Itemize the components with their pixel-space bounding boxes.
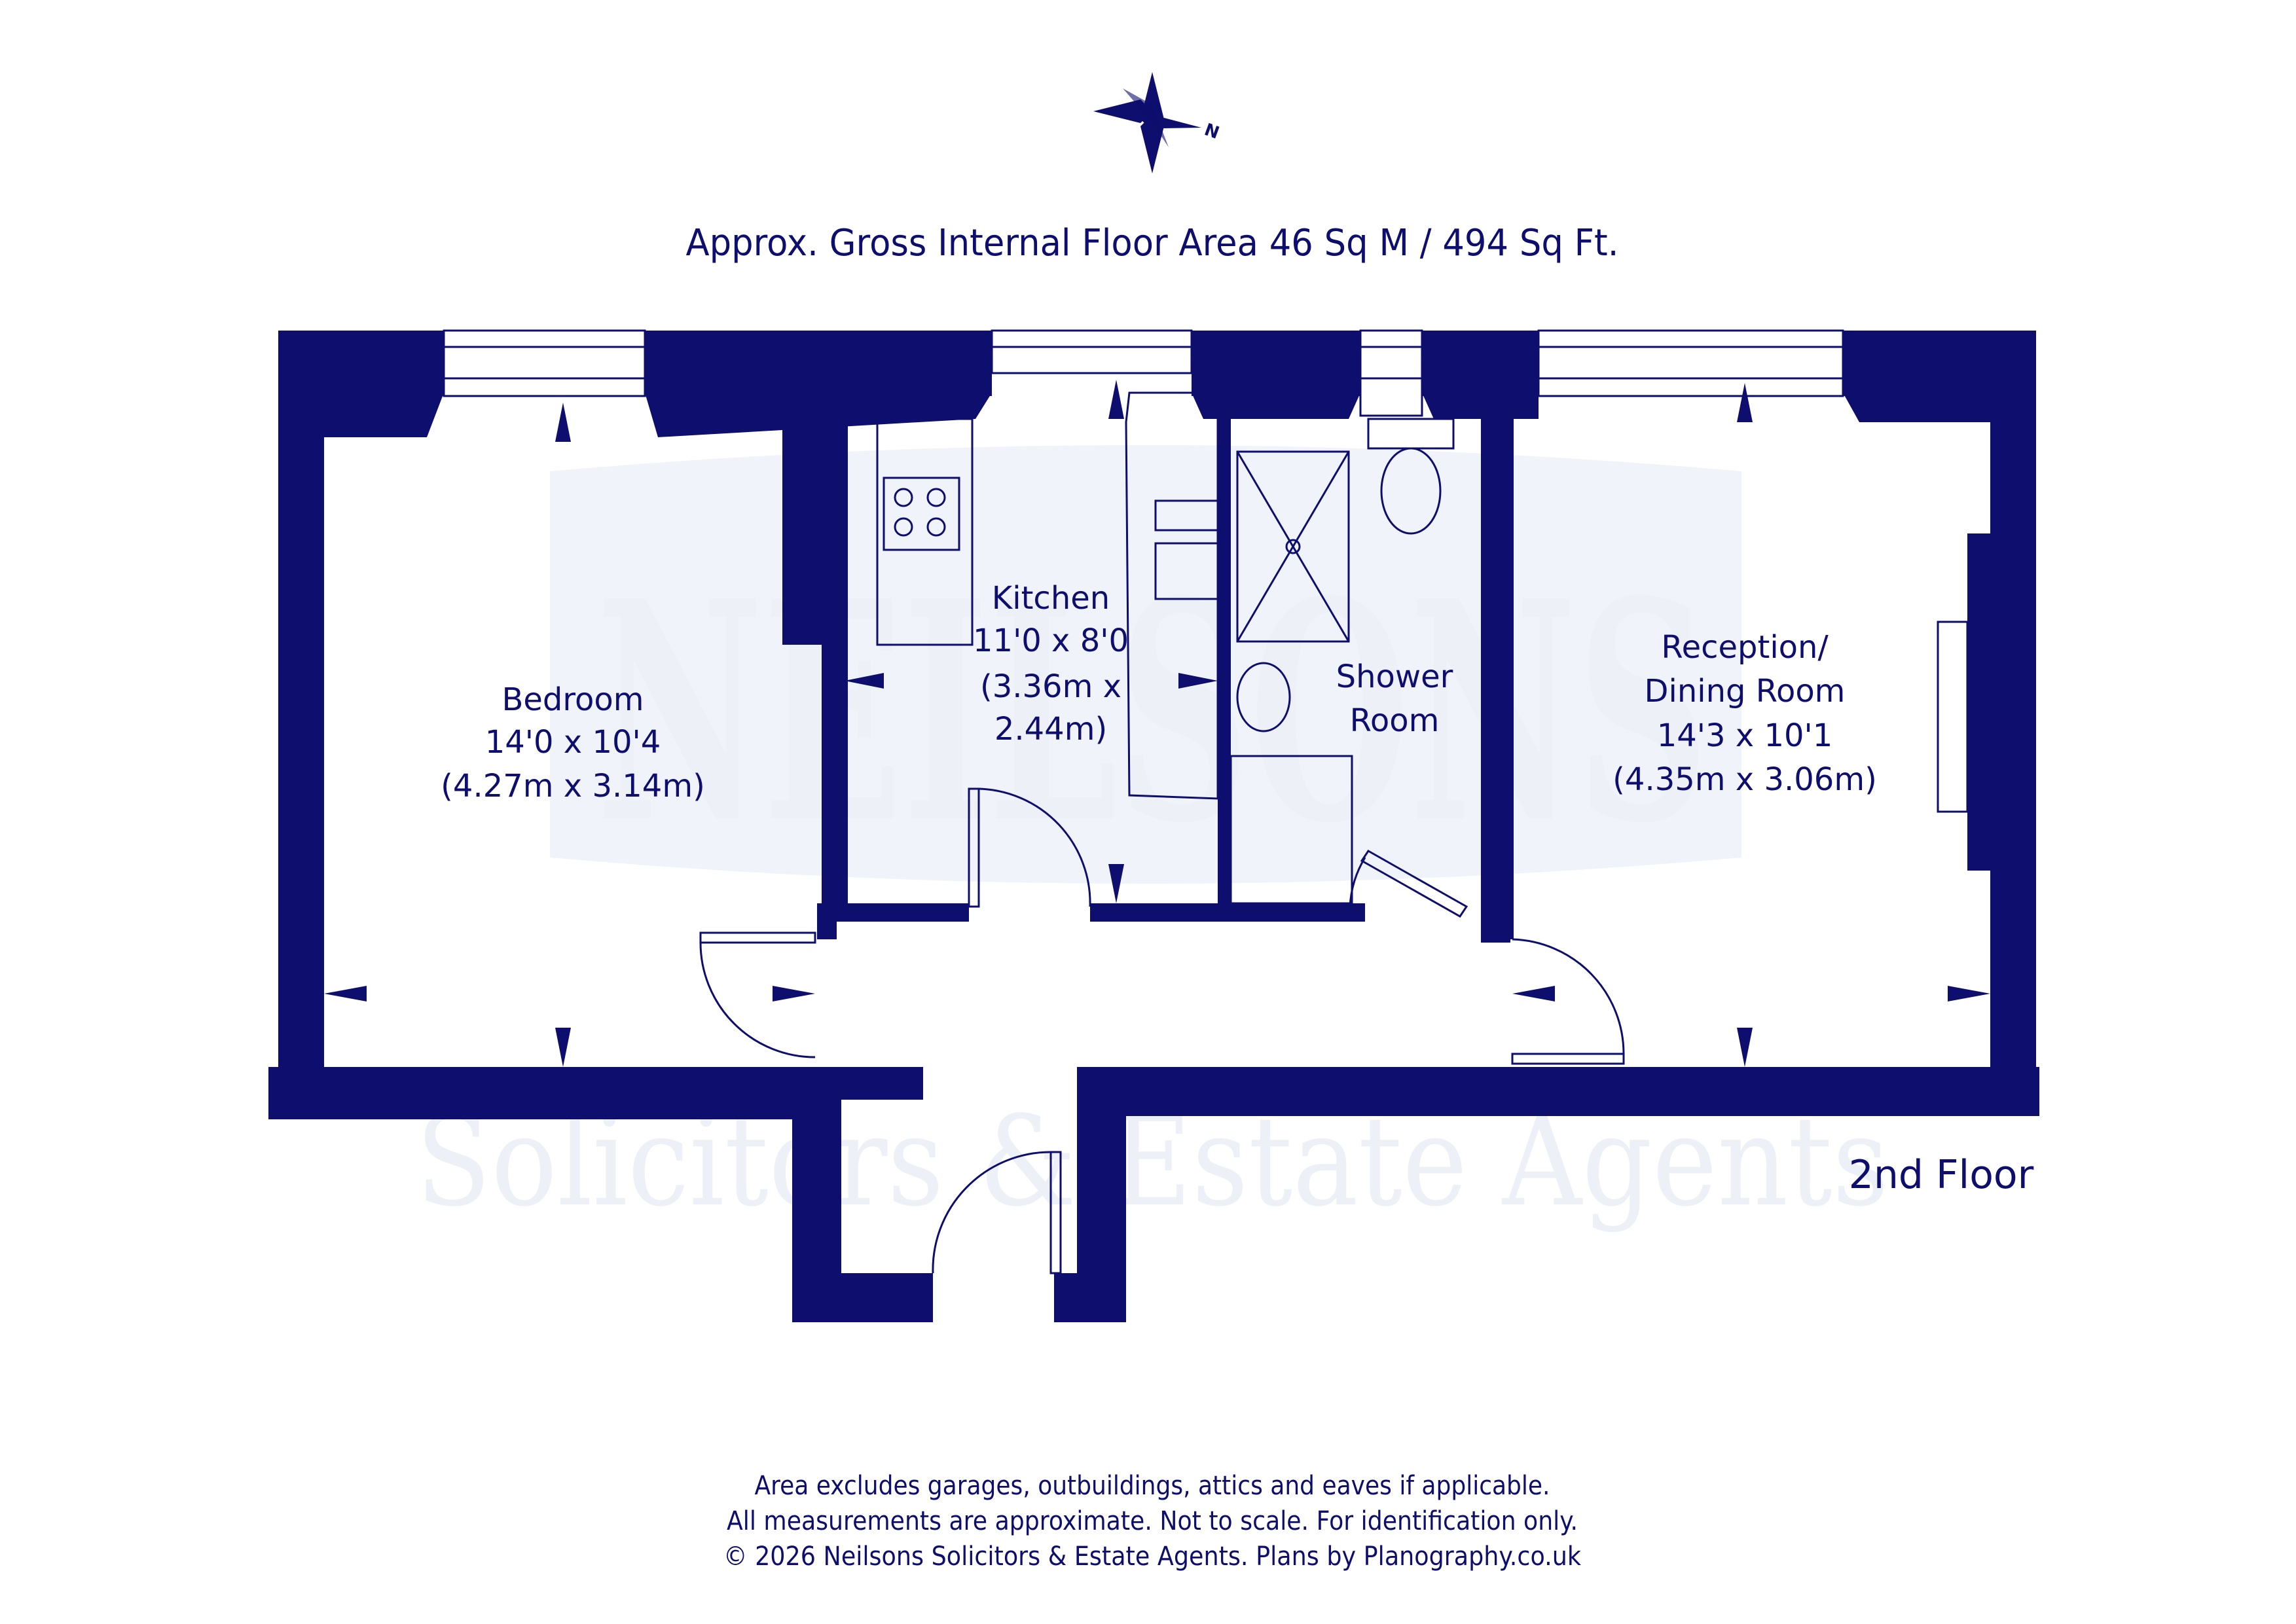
room-kitchen: Kitchen 11'0 x 8'0 (3.36m x 2.44m): [973, 580, 1129, 748]
toilet-icon: [1380, 447, 1442, 535]
bedroom-dims-metric: (4.27m x 3.14m): [441, 768, 705, 804]
bedroom-dims-imperial: 14'0 x 10'4: [485, 724, 661, 761]
shower-fittings: [1230, 418, 1455, 905]
footer-line-2: All measurements are approximate. Not to…: [727, 1506, 1578, 1536]
reception-dims-imperial: 14'3 x 10'1: [1657, 717, 1833, 754]
walls: [268, 331, 2039, 1322]
footer-line-1: Area excludes garages, outbuildings, att…: [755, 1471, 1550, 1501]
compass-rose-icon: N: [1093, 72, 1222, 173]
floor-label: 2nd Floor: [1849, 1152, 2034, 1198]
basin-icon: [1236, 662, 1291, 732]
room-bedroom: Bedroom 14'0 x 10'4 (4.27m x 3.14m): [441, 681, 705, 804]
bedroom-name: Bedroom: [501, 681, 644, 718]
compass-north-label: N: [1202, 120, 1222, 143]
kitchen-dims-imperial: 11'0 x 8'0: [973, 623, 1129, 659]
room-reception: Reception/ Dining Room 14'3 x 10'1 (4.35…: [1613, 629, 1877, 798]
kitchen-dims-metric-1: (3.36m x: [980, 668, 1121, 705]
reception-dims-metric: (4.35m x 3.06m): [1613, 761, 1877, 798]
shower-tray-icon: [1236, 450, 1350, 643]
windows: [443, 329, 1969, 813]
dimension-arrows: [324, 380, 1990, 1067]
room-shower: Shower Room: [1336, 659, 1453, 739]
hob-icon: [883, 477, 960, 551]
footer-notes: Area excludes garages, outbuildings, att…: [723, 1471, 1582, 1572]
kitchen-name: Kitchen: [992, 580, 1110, 617]
shower-name-2: Room: [1350, 702, 1440, 739]
doors: [699, 787, 1625, 1274]
floor-area-heading: Approx. Gross Internal Floor Area 46 Sq …: [686, 222, 1619, 264]
footer-line-3: © 2026 Neilsons Solicitors & Estate Agen…: [723, 1542, 1582, 1572]
kitchen-dims-metric-2: 2.44m): [994, 711, 1107, 748]
kitchen-sink-icon: [1154, 499, 1219, 532]
shower-name-1: Shower: [1336, 659, 1453, 695]
kitchen-fittings: [876, 391, 1219, 800]
reception-name-1: Reception/: [1661, 629, 1829, 666]
reception-name-2: Dining Room: [1645, 673, 1846, 710]
watermark-logo-text: NEILSONS: [596, 536, 1709, 890]
